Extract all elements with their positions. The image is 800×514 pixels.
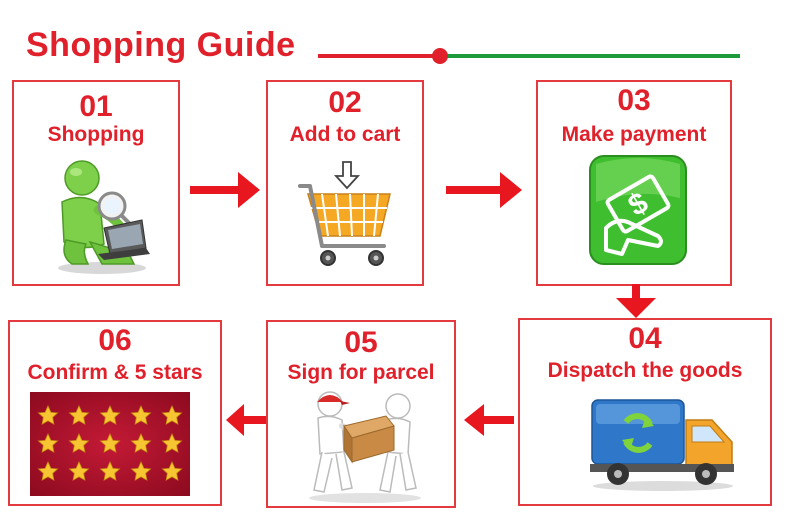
step-number: 01	[79, 90, 113, 123]
step-number: 05	[344, 326, 378, 359]
step-label: Add to cart	[289, 123, 401, 146]
step-number: 03	[617, 84, 651, 117]
step-01-shopping: 01 Shopping	[12, 80, 180, 286]
step-label: Sign for parcel	[287, 361, 435, 384]
step-03-make-payment: 03 Make payment $	[536, 80, 732, 286]
step-label: Shopping	[47, 123, 145, 146]
arrow-left-icon	[226, 404, 266, 436]
step-06-confirm-five-stars: 06 Confirm & 5 stars	[8, 320, 222, 506]
title-divider-dot	[432, 48, 448, 64]
step-label: Make payment	[561, 123, 707, 146]
step-number: 06	[98, 324, 132, 357]
delivery-truck-icon	[590, 399, 734, 491]
step-label: Dispatch the goods	[547, 359, 743, 382]
payment-dollar-icon: $	[589, 155, 687, 265]
five-stars-grid-icon	[30, 392, 190, 496]
title-divider-red	[318, 54, 440, 58]
step-04-dispatch-goods: 04 Dispatch the goods	[518, 318, 772, 506]
arrow-left-icon	[464, 404, 514, 436]
step-label: Confirm & 5 stars	[27, 361, 203, 384]
arrow-right-icon	[190, 172, 260, 208]
title-divider-green	[440, 54, 740, 58]
page-title: Shopping Guide	[26, 26, 296, 64]
person-laptop-magnifier-icon	[58, 160, 150, 274]
step-05-sign-for-parcel: 05 Sign for parcel	[266, 320, 456, 508]
step-number: 02	[328, 86, 362, 119]
shopping-cart-icon	[298, 161, 391, 266]
step-02-add-to-cart: 02 Add to cart	[266, 80, 424, 286]
arrow-down-icon	[616, 284, 656, 318]
delivery-people-icon	[309, 391, 421, 503]
arrow-right-icon	[446, 172, 522, 208]
step-number: 04	[628, 322, 662, 355]
